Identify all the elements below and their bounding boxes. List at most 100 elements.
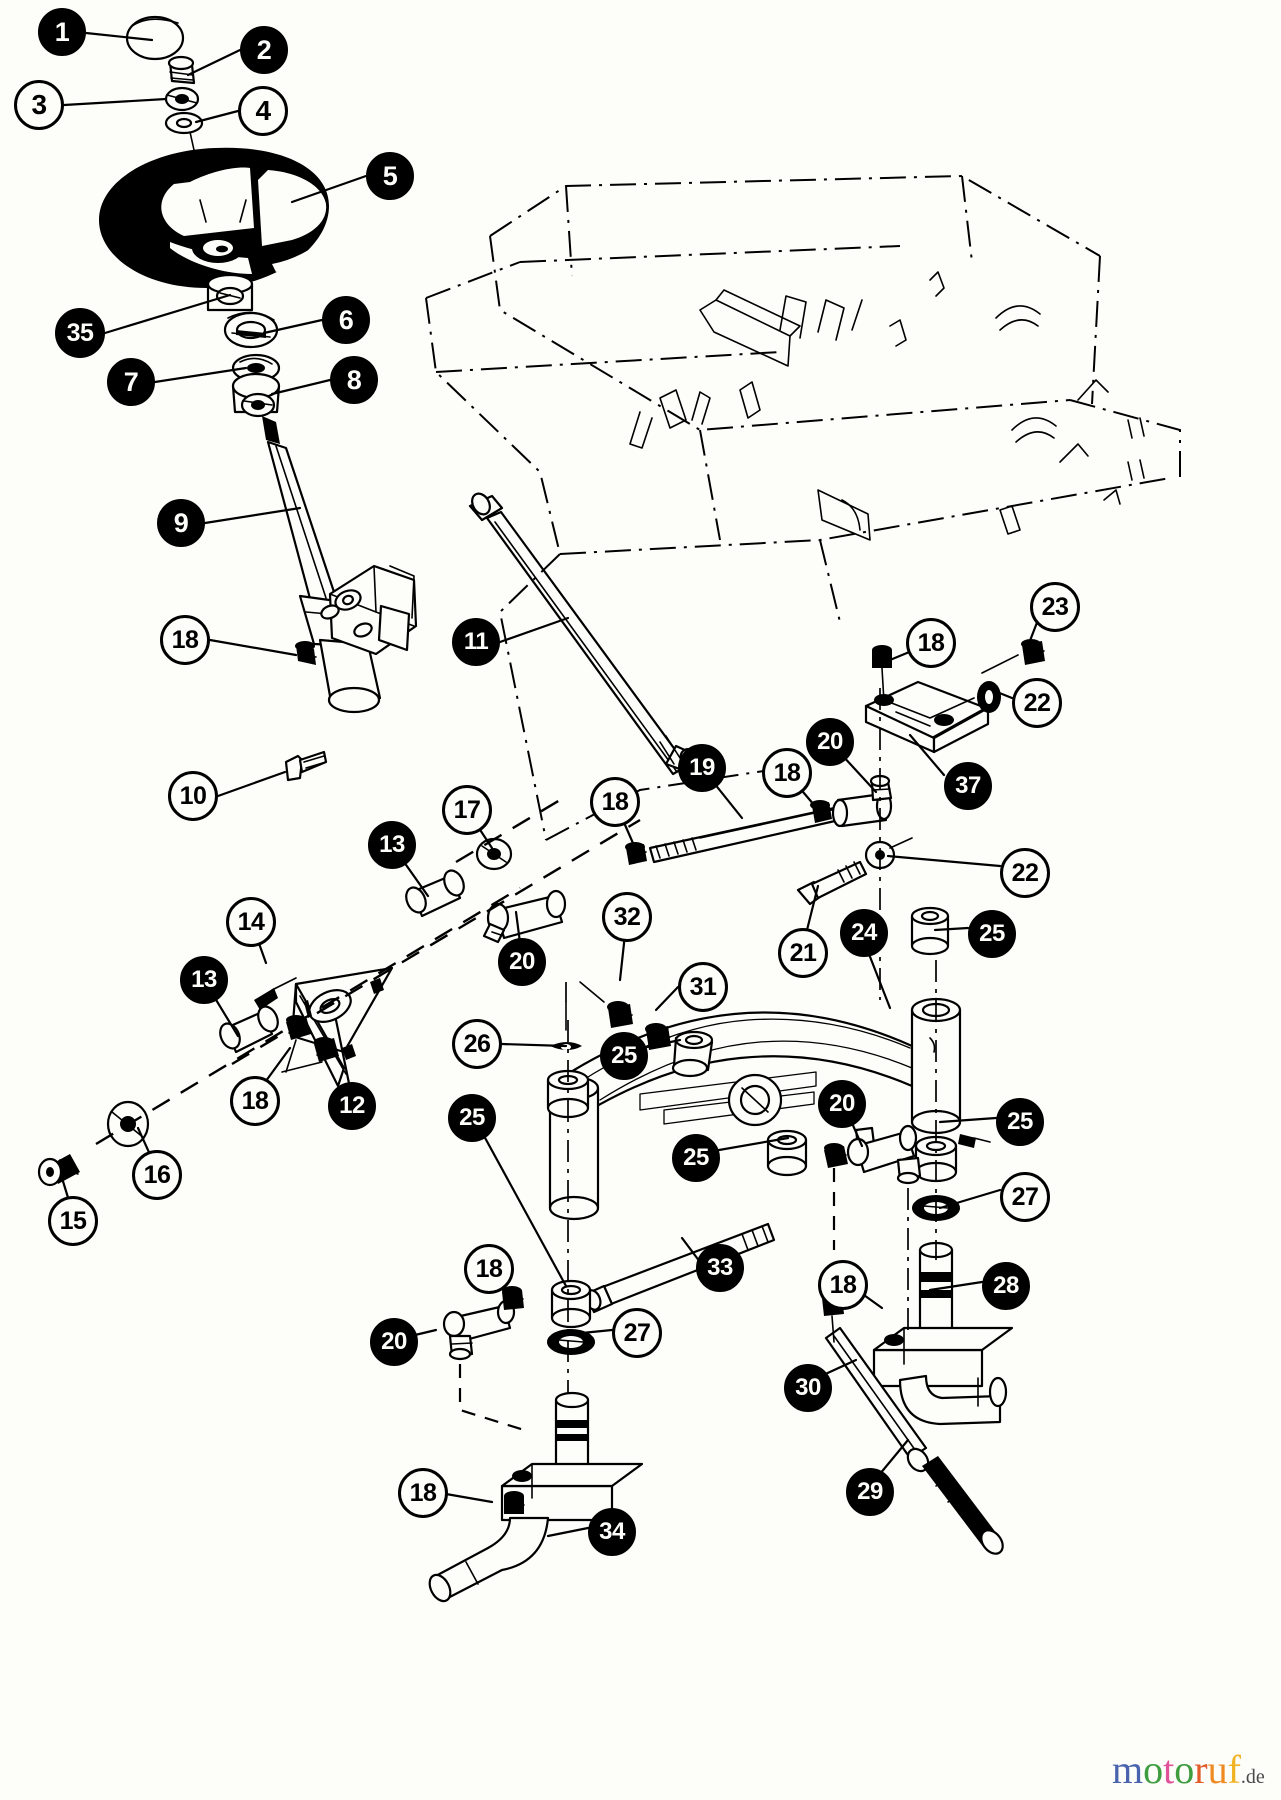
callout-number: 30 — [795, 1374, 821, 1401]
callout-bubble-34[interactable]: 34 — [588, 1508, 636, 1556]
callout-number: 25 — [979, 920, 1005, 947]
callout-bubble-25[interactable]: 25 — [600, 1032, 648, 1080]
callout-bubble-31[interactable]: 31 — [678, 962, 728, 1012]
callout-bubble-14[interactable]: 14 — [226, 897, 276, 947]
callout-number: 24 — [851, 919, 877, 946]
callout-bubble-30[interactable]: 30 — [784, 1364, 832, 1412]
callout-bubble-18[interactable]: 18 — [906, 618, 956, 668]
callout-bubble-24[interactable]: 24 — [840, 909, 888, 957]
callout-bubble-22[interactable]: 22 — [1000, 848, 1050, 898]
callout-bubble-12[interactable]: 12 — [328, 1082, 376, 1130]
callout-bubble-20[interactable]: 20 — [818, 1080, 866, 1128]
assembly-axis-dashed — [95, 798, 641, 1146]
part-spacer-35 — [206, 273, 254, 312]
callout-bubble-25[interactable]: 25 — [968, 910, 1016, 958]
callout-bubble-18[interactable]: 18 — [762, 748, 812, 798]
callout-number: 6 — [338, 304, 354, 335]
part-bolt-21 — [796, 860, 868, 906]
callout-bubble-11[interactable]: 11 — [452, 618, 500, 666]
callout-bubble-8[interactable]: 8 — [330, 356, 378, 404]
callout-bubble-27[interactable]: 27 — [1000, 1172, 1050, 1222]
callout-bubble-25[interactable]: 25 — [996, 1098, 1044, 1146]
callout-number: 18 — [917, 628, 945, 657]
callout-number: 9 — [173, 507, 189, 538]
callout-bubble-16[interactable]: 16 — [132, 1150, 182, 1200]
callout-bubble-18[interactable]: 18 — [230, 1076, 280, 1126]
callout-bubble-2[interactable]: 2 — [240, 26, 288, 74]
callout-bubble-15[interactable]: 15 — [48, 1196, 98, 1246]
callout-bubble-35[interactable]: 35 — [55, 308, 105, 358]
callout-bubble-4[interactable]: 4 — [238, 86, 288, 136]
callout-number: 18 — [773, 758, 801, 787]
motoruf-watermark: motoruf.de — [1112, 1750, 1265, 1790]
callout-number: 20 — [509, 948, 535, 975]
callout-number: 18 — [241, 1086, 269, 1115]
watermark-letter: o — [1174, 1747, 1195, 1792]
callout-bubble-25[interactable]: 25 — [448, 1094, 496, 1142]
callout-bubble-7[interactable]: 7 — [107, 358, 155, 406]
part-nut-18d — [872, 645, 893, 703]
callout-number: 33 — [707, 1254, 733, 1281]
callout-number: 13 — [191, 966, 217, 993]
callout-bubble-18[interactable]: 18 — [160, 615, 210, 665]
callout-number: 1 — [54, 16, 70, 47]
callout-bubble-25[interactable]: 25 — [672, 1134, 720, 1182]
part-lockwasher-3 — [164, 86, 200, 112]
callout-bubble-27[interactable]: 27 — [612, 1308, 662, 1358]
callout-bubble-37[interactable]: 37 — [944, 762, 992, 810]
chassis-phantom-outline — [425, 174, 1181, 841]
part-nut-31 — [645, 1023, 671, 1050]
callout-bubble-32[interactable]: 32 — [602, 892, 652, 942]
watermark-letter: t — [1163, 1747, 1175, 1792]
callout-bubble-18[interactable]: 18 — [818, 1260, 868, 1310]
callout-number: 13 — [379, 831, 405, 858]
callout-bubble-33[interactable]: 33 — [696, 1244, 744, 1292]
callout-bubble-20[interactable]: 20 — [806, 718, 854, 766]
callout-number: 17 — [453, 795, 481, 824]
part-nut-23 — [981, 639, 1045, 674]
part-balljoint-20d — [482, 889, 567, 944]
callout-bubble-13[interactable]: 13 — [368, 821, 416, 869]
callout-bubble-9[interactable]: 9 — [157, 499, 205, 547]
callout-bubble-29[interactable]: 29 — [846, 1468, 894, 1516]
callout-bubble-10[interactable]: 10 — [168, 771, 218, 821]
callout-bubble-13[interactable]: 13 — [180, 956, 228, 1004]
part-washer-4 — [164, 111, 204, 151]
callout-bubble-23[interactable]: 23 — [1030, 582, 1080, 632]
part-bushing-13b — [219, 1005, 279, 1054]
watermark-letters: motoruf — [1112, 1747, 1241, 1792]
callout-bubble-19[interactable]: 19 — [678, 744, 726, 792]
callout-bubble-26[interactable]: 26 — [452, 1019, 502, 1069]
part-nut-18h — [824, 1143, 848, 1250]
callout-bubble-6[interactable]: 6 — [322, 296, 370, 344]
callout-number: 34 — [599, 1518, 625, 1545]
callout-bubble-5[interactable]: 5 — [366, 152, 414, 200]
callout-bubble-18[interactable]: 18 — [398, 1468, 448, 1518]
part-front-axle-24 — [548, 997, 962, 1221]
callout-bubble-20[interactable]: 20 — [370, 1318, 418, 1366]
callout-bubble-20[interactable]: 20 — [498, 938, 546, 986]
callout-bubble-1[interactable]: 1 — [38, 8, 86, 56]
callout-number: 3 — [31, 89, 47, 120]
callout-number: 37 — [955, 772, 981, 799]
callout-bubble-18[interactable]: 18 — [590, 777, 640, 827]
callout-bubble-22[interactable]: 22 — [1012, 678, 1062, 728]
callout-bubble-3[interactable]: 3 — [14, 80, 64, 130]
callout-bubble-28[interactable]: 28 — [982, 1262, 1030, 1310]
callout-number: 23 — [1041, 592, 1069, 621]
callout-number: 27 — [1011, 1182, 1039, 1211]
part-nut-18j — [281, 1037, 339, 1073]
callout-bubble-17[interactable]: 17 — [442, 785, 492, 835]
callout-bubble-21[interactable]: 21 — [778, 928, 828, 978]
part-washer-22a — [977, 681, 1001, 713]
callout-number: 22 — [1023, 688, 1051, 717]
callout-number: 35 — [66, 318, 94, 347]
part-nut-18f — [502, 1286, 524, 1310]
watermark-letter: r — [1194, 1747, 1208, 1792]
part-bushing-25d — [550, 1279, 592, 1329]
callout-bubble-18[interactable]: 18 — [464, 1244, 514, 1294]
callout-number: 18 — [171, 625, 199, 654]
part-bushing-25b — [914, 1135, 958, 1183]
